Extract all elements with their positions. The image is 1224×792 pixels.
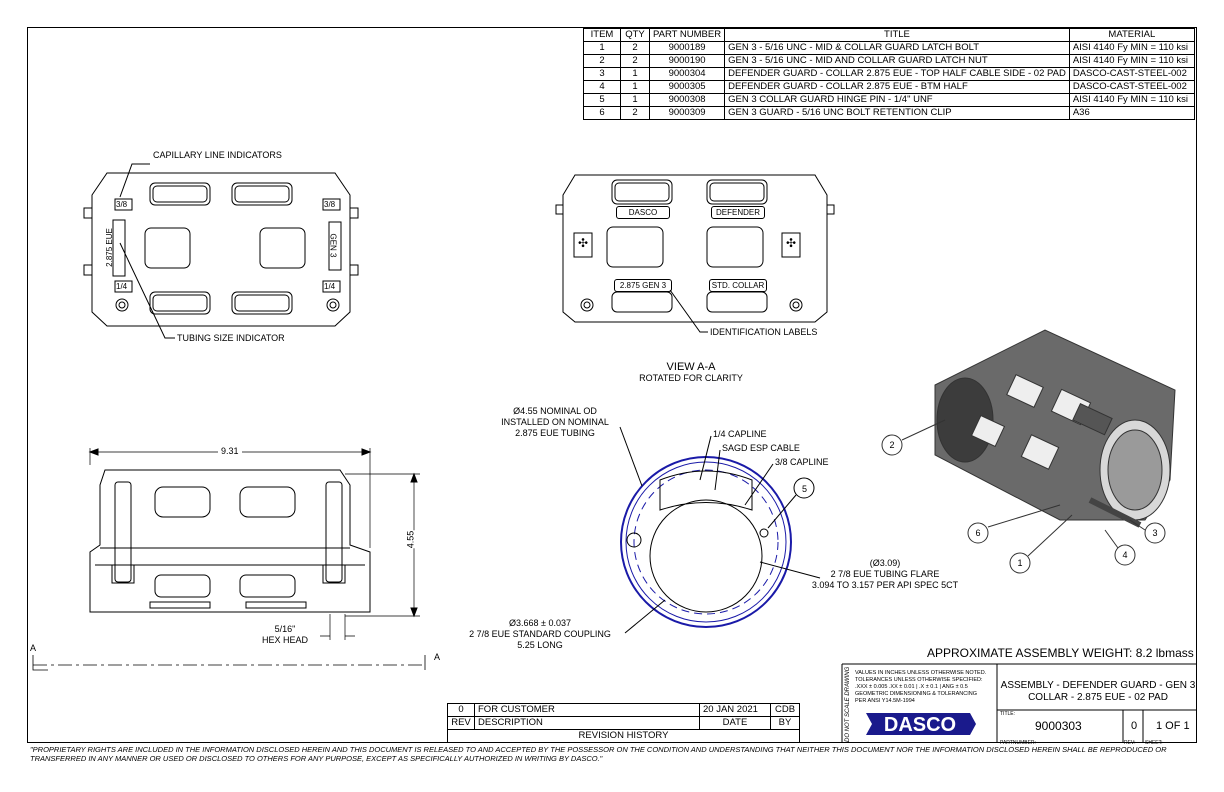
dasco-label: DASCO [616,206,670,219]
sheet-label: SHEET: [1145,740,1163,746]
isometric-view [881,329,1176,574]
drawing-title-line: COLLAR - 2.875 EUE - 02 PAD [1028,692,1168,703]
rev-desc: FOR CUSTOMER [474,703,700,717]
balloon-5: 5 [801,484,807,494]
hex-note-line: 5/16" [274,624,296,634]
proprietary-notice: "PROPRIETARY RIGHTS ARE INCLUDED IN THE … [30,745,1167,763]
section-view [619,426,821,634]
do-not-scale-note: DO NOT SCALE DRAWING [845,666,851,742]
std-collar-label: STD. COLLAR [709,279,767,292]
capline-38-callout: 3/8 CAPLINE [775,457,829,467]
capline-tag-14-left: 1/4 [116,282,128,291]
maple-leaf-icon-left: ✣ [578,236,589,250]
top-view-identification [555,174,835,333]
rev-header: REV DESCRIPTION DATE BY [447,716,800,730]
hex-note-line: HEX HEAD [261,635,308,645]
tubing-size-tag: 2.875 EUE [104,228,114,267]
flare-note-line: (Ø3.09) [869,558,901,568]
flare-note-line: 2 7/8 EUE TUBING FLARE [830,569,940,579]
capline-tag-38-right: 3/8 [324,200,336,209]
rev-by: CDB [770,703,800,717]
bom-material: A36 [1068,106,1195,120]
flare-note-line: 3.094 TO 3.157 PER API SPEC 5CT [811,580,959,590]
rev-caption-row: REVISION HISTORY [447,729,800,743]
od-note-line: INSTALLED ON NOMINAL [501,417,609,427]
coupling-note-line: 2 7/8 EUE STANDARD COUPLING [469,629,611,639]
rev-date: 20 JAN 2021 [699,703,771,717]
assembly-weight: APPROXIMATE ASSEMBLY WEIGHT: 8.2 lbmass [927,646,1194,660]
width-dimension: 9.31 [218,446,242,457]
tolerance-line: VALUES IN INCHES UNLESS OTHERWISE NOTED. [855,670,987,676]
flare-note: (Ø3.09) 2 7/8 EUE TUBING FLARE 3.094 TO … [800,558,970,591]
capline-14-callout: 1/4 CAPLINE [713,429,767,439]
balloon-3: 3 [1152,528,1158,538]
bom-qty: 2 [620,106,650,120]
rev-caption: REVISION HISTORY [447,729,800,743]
coupling-note-line: 5.25 LONG [517,640,563,650]
balloon-6: 6 [975,528,981,538]
od-note-line: 2.875 EUE TUBING [515,428,595,438]
gen3-tag: GEN 3 [328,233,338,258]
capline-tag-14-right: 1/4 [324,282,336,291]
section-subtitle: ROTATED FOR CLARITY [639,373,743,383]
hex-head-note: 5/16" HEX HEAD [255,624,315,646]
tolerance-line: GEOMETRIC DIMENSIONING & TOLERANCING [855,691,978,697]
table-row: 0 FOR CUSTOMER 20 JAN 2021 CDB [447,703,800,717]
section-mark-right: A [434,652,441,662]
sagd-cable-callout: SAGD ESP CABLE [722,443,800,453]
title-block-lines [841,663,1197,743]
tolerance-line: .XXX ± 0.005 .XX ± 0.01 | .X ± 0.1 | ANG… [855,684,968,690]
rev-label: REV: [1124,740,1136,746]
maple-leaf-icon-right: ✣ [786,236,797,250]
drawing-border [27,27,1197,743]
tubing-indicator-label: TUBING SIZE INDICATOR [177,333,285,343]
coupling-note: Ø3.668 ± 0.037 2 7/8 EUE STANDARD COUPLI… [460,618,620,651]
part-number-label: PARTNUMBER: [1000,740,1036,746]
tolerance-notes: VALUES IN INCHES UNLESS OTHERWISE NOTED.… [855,670,997,705]
title-field-label: TITLE: [1000,711,1016,717]
front-view [32,448,426,671]
part-number: 9000303 [1035,719,1082,733]
rev-header-by: BY [770,716,800,730]
rev-value: 0 [447,703,475,717]
balloon-1: 1 [1017,558,1023,568]
height-dimension: 4.55 [405,530,417,549]
gen3-size-label: 2.875 GEN 3 [614,279,672,292]
bom-part: 9000309 [648,106,726,120]
rev-number: 0 [1131,720,1138,732]
identification-labels-callout: IDENTIFICATION LABELS [710,327,818,337]
rev-header-desc: DESCRIPTION [474,716,700,730]
balloon-2: 2 [889,440,895,450]
drawing-title: ASSEMBLY - DEFENDER GUARD - GEN 3 COLLAR… [1000,680,1196,704]
capline-tag-38-left: 3/8 [116,200,128,209]
dasco-logo: DASCO [862,711,980,737]
rev-header-date: DATE [699,716,771,730]
top-view-left [83,163,359,339]
sheet-number: 1 OF 1 [1156,720,1190,732]
bom-header: ITEM QTY PART NUMBER TITLE MATERIAL [583,28,1195,42]
revision-history: 0 FOR CUSTOMER 20 JAN 2021 CDB REV DESCR… [447,703,800,743]
capillary-indicator-label: CAPILLARY LINE INDICATORS [153,150,282,160]
od-note: Ø4.55 NOMINAL OD INSTALLED ON NOMINAL 2.… [490,406,620,439]
coupling-note-line: Ø3.668 ± 0.037 [509,618,571,628]
rev-header-rev: REV [447,716,475,730]
section-title-text: VIEW A-A [666,361,716,373]
section-title: VIEW A-A ROTATED FOR CLARITY [626,361,756,383]
svg-text:DASCO: DASCO [884,714,956,736]
bom-item: 6 [583,106,621,120]
tolerance-line: PER ANSI Y14.5M-1994 [855,698,915,704]
tolerance-line: TOLERANCES UNLESS OTHERWISE SPECIFIED: [855,677,983,683]
drawing-title-line: ASSEMBLY - DEFENDER GUARD - GEN 3 [1000,680,1196,691]
balloon-4: 4 [1122,550,1128,560]
od-note-line: Ø4.55 NOMINAL OD [513,406,597,416]
defender-label: DEFENDER [711,206,765,219]
section-mark-left: A [30,643,37,653]
